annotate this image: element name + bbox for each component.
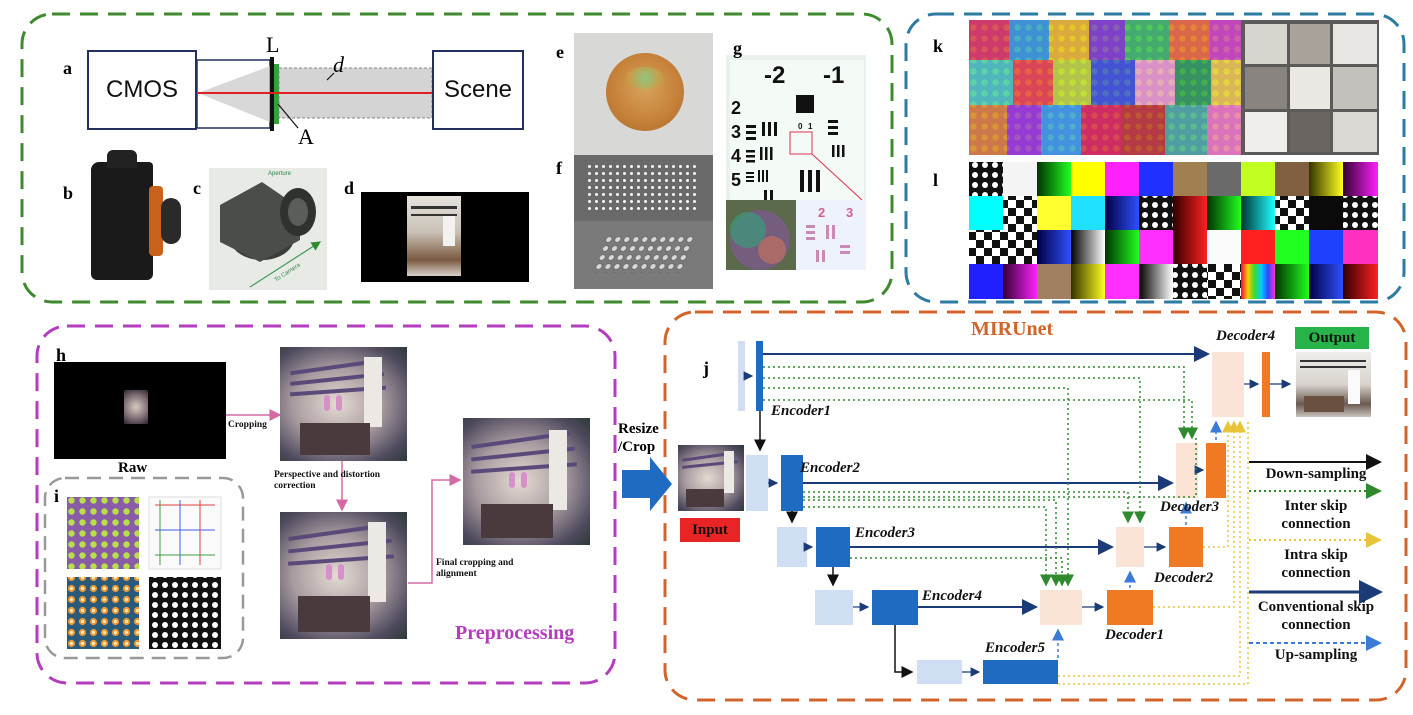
raw-photo xyxy=(54,362,226,459)
dec2-orange xyxy=(1169,527,1203,567)
chart-label-left-3: 3 xyxy=(731,122,742,142)
panel-letter-j: j xyxy=(703,358,709,378)
gray-frame-i xyxy=(43,476,245,660)
mask-photo xyxy=(574,33,713,155)
orange-dot-target xyxy=(67,577,139,649)
chart-label-left-5: 5 xyxy=(731,170,742,190)
line-target xyxy=(148,496,222,570)
panel-letter-k: k xyxy=(933,36,944,56)
decoder3-label: Decoder3 xyxy=(1160,499,1220,515)
chart-label-left-2: 2 xyxy=(731,98,742,118)
panel-letter-l: l xyxy=(933,170,939,190)
preprocessing-title: Preprocessing xyxy=(455,622,575,644)
chart-label-mid-1: 1 xyxy=(808,122,813,131)
a-pointer xyxy=(277,103,299,129)
aperture-label: A xyxy=(298,124,314,149)
legend-down-sampling: Down-sampling xyxy=(1265,466,1367,482)
encoder2-label: Encoder2 xyxy=(800,460,860,476)
raw-label: Raw xyxy=(118,460,148,476)
encoder3-label: Encoder3 xyxy=(855,525,915,541)
enc3-dark xyxy=(816,527,850,567)
enc4-light xyxy=(815,590,853,625)
panel-letter-d: d xyxy=(344,178,355,198)
panel-letter-a: a xyxy=(63,58,72,78)
legend-inter-skip: Inter skip connection xyxy=(1281,498,1351,532)
decoder2-label: Decoder2 xyxy=(1154,570,1214,586)
input-photo xyxy=(678,445,744,511)
final-arrow xyxy=(408,474,462,584)
interior-collage xyxy=(1241,20,1379,155)
enc1-light xyxy=(738,341,745,411)
camera-photo xyxy=(83,150,183,285)
panel-letter-i: i xyxy=(54,486,60,506)
pattern-collage xyxy=(969,162,1378,299)
chart-label-top-a: -2 xyxy=(764,62,786,89)
perspective-label: Perspective and distortion correction xyxy=(274,470,381,491)
encoder1-label: Encoder1 xyxy=(771,403,831,419)
chart-label-mid-0: 0 xyxy=(798,122,803,131)
purple-dot-target xyxy=(67,497,139,569)
panel-letter-e: e xyxy=(556,42,564,62)
dec3-orange xyxy=(1206,443,1226,498)
enc1-dark xyxy=(756,341,763,411)
panel-letter-b: b xyxy=(63,183,74,203)
dec2-light xyxy=(1116,527,1144,567)
green-frame xyxy=(20,12,894,304)
encoder5-label: Encoder5 xyxy=(985,640,1045,656)
capture-photo xyxy=(361,192,529,282)
enc3-light xyxy=(777,527,807,567)
cropping-label: Cropping xyxy=(228,420,267,430)
decoder1-label: Decoder1 xyxy=(1105,627,1165,643)
chart-label-left-4: 4 xyxy=(731,146,742,166)
dec3-light xyxy=(1176,443,1198,498)
enc4-dark xyxy=(872,590,918,625)
panel-letter-h: h xyxy=(56,345,67,365)
legend-up-sampling: Up-sampling xyxy=(1274,647,1358,663)
distance-label: d xyxy=(333,52,344,77)
flower-texture xyxy=(969,20,1241,155)
chart-inset-label-3: 3 xyxy=(846,205,854,220)
lens-label: L xyxy=(266,32,280,57)
purple-frame xyxy=(35,324,617,685)
resize-arrow xyxy=(622,457,672,511)
input-badge: Input xyxy=(680,518,740,542)
scene-box: Scene xyxy=(432,50,524,130)
output-badge: Output xyxy=(1295,327,1369,349)
blue-frame xyxy=(904,12,1406,304)
aperture-render-label: Aperture xyxy=(268,171,292,177)
output-photo xyxy=(1296,352,1371,417)
corrected-photo xyxy=(280,512,407,639)
aligned-photo xyxy=(463,418,590,545)
dec1-light xyxy=(1040,590,1082,625)
enc2-dark xyxy=(781,455,803,511)
chart-label-top-b: -1 xyxy=(823,62,845,89)
encoder4-label: Encoder4 xyxy=(922,588,982,604)
panel-letter-c: c xyxy=(193,178,201,198)
dec4-light xyxy=(1212,352,1244,417)
enc2-light xyxy=(746,455,768,511)
orange-frame xyxy=(663,310,1408,702)
chart-inset-label-2: 2 xyxy=(818,205,826,220)
dec4-orange xyxy=(1262,352,1270,417)
white-dot-target xyxy=(149,577,221,649)
final-crop-label: Final cropping and alignment xyxy=(436,558,514,579)
dec1-orange xyxy=(1107,590,1153,625)
enc5-light xyxy=(917,660,962,684)
cmos-box: CMOS xyxy=(87,50,197,130)
legend-conventional-skip: Conventional skip connection xyxy=(1257,599,1375,633)
mirunet-title: MIRUnet xyxy=(971,318,1054,340)
panel-letter-f: f xyxy=(556,158,562,178)
legend-intra-skip: Intra skip connection xyxy=(1281,547,1351,581)
decoder4-label: Decoder4 xyxy=(1216,328,1276,344)
cropped-photo xyxy=(280,347,407,461)
panel-letter-g: g xyxy=(733,38,742,58)
microlens-photo xyxy=(574,155,713,289)
resize-crop-label: Resize /Crop xyxy=(618,421,659,455)
enc5-dark xyxy=(983,660,1058,684)
d-pointer xyxy=(326,72,335,81)
